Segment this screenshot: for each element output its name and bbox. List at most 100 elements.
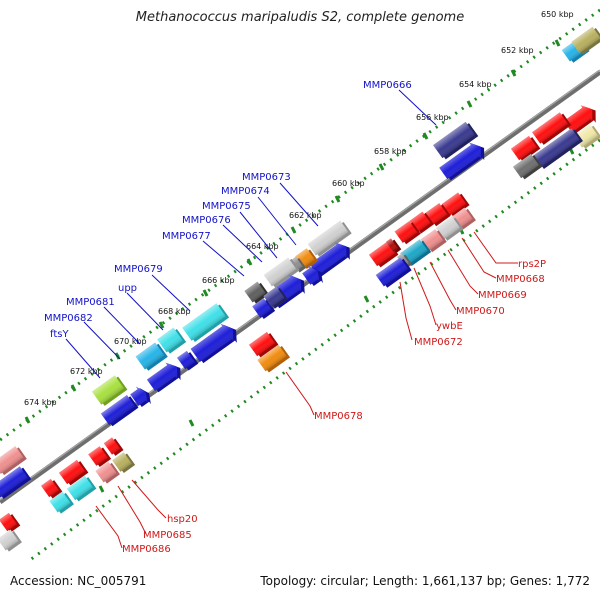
gene-block-red-676a[interactable] — [103, 436, 124, 457]
gene-block-red-650b[interactable] — [532, 111, 572, 146]
gene-block-upp-shine — [157, 327, 183, 353]
gene-block-blue-656-shine — [439, 142, 481, 180]
gene-block-blue-664-shine — [302, 265, 320, 285]
gene-label-rps2p[interactable]: rps2P — [518, 259, 546, 270]
gene-block-red-678-shine — [0, 512, 17, 532]
gene-block-blue-666[interactable] — [375, 256, 412, 288]
gene-block-mmp0679-shine — [182, 303, 226, 341]
gene-block-mmp0677[interactable] — [244, 280, 269, 304]
gene-label-mmp0673[interactable]: MMP0673 — [242, 172, 291, 183]
gene-block-blue-670b[interactable] — [177, 350, 199, 372]
gene-block-ftsy[interactable] — [91, 374, 128, 407]
gene-block-mmp0676-shine — [263, 257, 297, 287]
gene-block-mmp0676[interactable] — [263, 256, 300, 288]
gene-label-hsp20[interactable]: hsp20 — [167, 514, 198, 525]
gene-block-mmp0686[interactable] — [49, 490, 74, 514]
gene-block-blue-664[interactable] — [300, 262, 326, 290]
kbp-label-652: 652 kbp — [501, 46, 534, 55]
gene-block-mmp0685-shine — [95, 461, 117, 483]
gene-block-red-676d[interactable] — [41, 478, 63, 500]
gene-label-mmp0668[interactable]: MMP0668 — [496, 274, 545, 285]
gene-block-blue-672b-shine — [130, 386, 148, 406]
gene-block-blue-656[interactable] — [437, 137, 489, 184]
gene-block-red-660a[interactable] — [441, 191, 470, 218]
gene-label-mmp0672[interactable]: MMP0672 — [414, 337, 463, 348]
kbp-label-674: 674 kbp — [24, 398, 57, 407]
gene-block-mmp0678[interactable] — [257, 344, 291, 374]
gene-block-gray-652-shine — [512, 153, 540, 179]
gene-block-olive-650[interactable] — [571, 26, 600, 56]
kbp-label-670: 670 kbp — [114, 337, 147, 346]
gene-block-red-652[interactable] — [510, 135, 541, 163]
gene-label-mmp0686[interactable]: MMP0686 — [122, 544, 171, 555]
gene-blocks — [0, 26, 600, 552]
gene-block-blue-672b[interactable] — [128, 383, 154, 411]
gene-block-gray-652[interactable] — [512, 153, 543, 181]
gene-block-blue-672[interactable] — [100, 394, 139, 428]
gene-block-mmp0673[interactable] — [307, 220, 352, 258]
gene-label-mmp0666[interactable]: MMP0666 — [363, 80, 412, 91]
kbp-label-656: 656 kbp — [416, 113, 449, 122]
gene-block-mmp0685[interactable] — [95, 460, 120, 484]
gene-block-red-668[interactable] — [248, 331, 279, 359]
gene-label-mmp0677[interactable]: MMP0677 — [162, 231, 211, 242]
gene-block-mmp0678-shine — [257, 344, 287, 372]
gene-block-mmp0679[interactable] — [182, 302, 230, 343]
gene-block-gray-678-shine — [0, 529, 19, 551]
gene-block-red-676b[interactable] — [88, 445, 112, 468]
gene-block-blue-662-shine — [309, 242, 347, 276]
gene-block-red-676a-shine — [103, 437, 121, 455]
gene-label-mmp0674[interactable]: MMP0674 — [221, 186, 270, 197]
gene-block-mmp0681-shine — [135, 342, 165, 370]
gene-label-mmp0682[interactable]: MMP0682 — [44, 313, 93, 324]
gene-block-blue-668-shine — [190, 323, 234, 362]
gene-label-mmp0669[interactable]: MMP0669 — [478, 290, 527, 301]
gene-block-blue-670b-shine — [177, 350, 195, 370]
gene-block-mmp0675[interactable] — [289, 256, 307, 274]
gene-block-red-small-shine — [386, 238, 398, 252]
gene-label-mmp0675[interactable]: MMP0675 — [202, 201, 251, 212]
gene-block-mmp0668-shine — [435, 216, 461, 240]
gene-block-navy-666-shine — [263, 286, 285, 308]
gene-block-red-676c[interactable] — [58, 459, 89, 487]
gene-block-navy-666[interactable] — [263, 285, 288, 309]
gene-block-upp[interactable] — [157, 327, 187, 355]
gene-block-red-678[interactable] — [0, 512, 21, 534]
kbp-label-664: 664 kbp — [246, 242, 279, 251]
gene-label-upp[interactable]: upp — [118, 283, 137, 294]
gene-block-red-650a[interactable] — [562, 100, 600, 137]
gene-block-navy-652[interactable] — [532, 127, 583, 170]
gene-label-mmp0670[interactable]: MMP0670 — [456, 306, 505, 317]
gene-block-navy-652-shine — [532, 128, 580, 168]
leader-lines-top — [65, 89, 437, 379]
gene-block-blue-670[interactable] — [145, 357, 186, 395]
gene-label-mmp0685[interactable]: MMP0685 — [143, 530, 192, 541]
gene-block-red-650b-shine — [532, 112, 568, 144]
gene-block-blue-668[interactable] — [189, 319, 243, 367]
gene-block-hsp20-shine — [112, 452, 132, 472]
gene-label-ywbe[interactable]: ywbE — [436, 321, 463, 332]
gene-block-red-660d[interactable] — [394, 220, 421, 245]
gene-label-mmp0681[interactable]: MMP0681 — [66, 297, 115, 308]
gene-block-pink-674[interactable] — [0, 445, 27, 476]
gene-block-mmp0666-shine — [433, 121, 475, 159]
gene-block-red-676b-shine — [88, 446, 108, 466]
kbp-label-660: 660 kbp — [332, 179, 365, 188]
gene-label-ftsy[interactable]: ftsY — [50, 329, 69, 340]
gene-block-mmp0666[interactable] — [433, 121, 479, 161]
gene-label-mmp0679[interactable]: MMP0679 — [114, 264, 163, 275]
gene-block-blue-672-shine — [100, 394, 136, 426]
gene-label-mmp0678[interactable]: MMP0678 — [314, 411, 363, 422]
gene-block-blue-662[interactable] — [308, 237, 356, 280]
gene-block-cyan-676[interactable] — [66, 475, 97, 503]
gene-block-hsp20[interactable] — [112, 451, 136, 474]
gene-block-mmp0668[interactable] — [435, 215, 464, 242]
gene-block-red-small[interactable] — [386, 237, 402, 254]
inner-tick-track — [29, 138, 600, 562]
gene-block-blue-674[interactable] — [0, 465, 32, 500]
gene-label-mmp0676[interactable]: MMP0676 — [182, 215, 231, 226]
gene-block-red-676c-shine — [58, 459, 86, 485]
gene-block-blue-670-shine — [146, 362, 178, 392]
gene-block-gray-678[interactable] — [0, 528, 22, 552]
gene-block-mmp0681[interactable] — [135, 341, 168, 372]
